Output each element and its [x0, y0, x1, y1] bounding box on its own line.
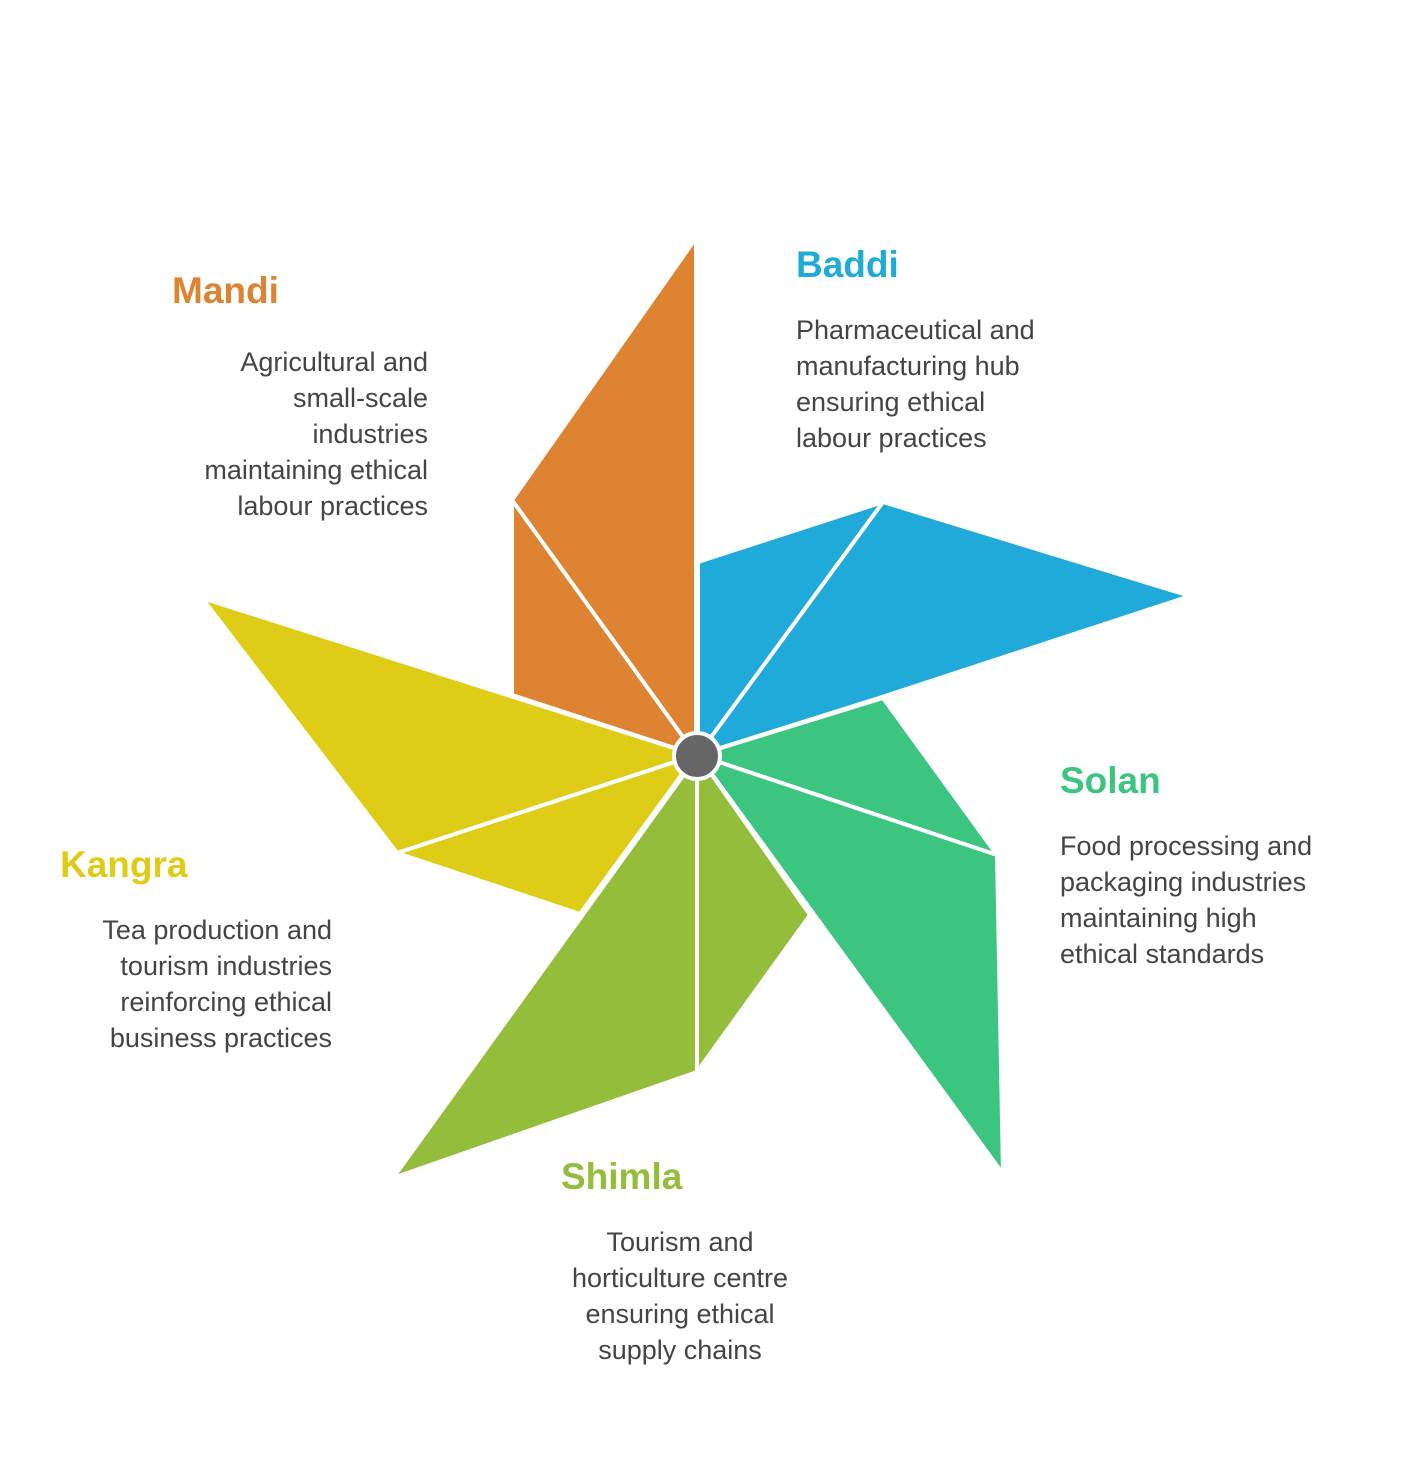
text-line: supply chains — [598, 1335, 762, 1365]
text-line: packaging industries — [1060, 867, 1307, 897]
text-line: labour practices — [796, 423, 987, 453]
baddi-description: Pharmaceutical and manufacturing hub ens… — [796, 312, 1035, 456]
text-line: maintaining ethical — [204, 455, 428, 485]
kangra-title: Kangra — [60, 844, 188, 885]
shimla-title: Shimla — [561, 1156, 683, 1197]
mandi-description: Agricultural and small-scale industries … — [0, 344, 428, 524]
kangra-description: Tea production and tourism industries re… — [0, 912, 332, 1056]
text-line: ensuring ethical — [796, 387, 986, 417]
solan-description: Food processing and packaging industries… — [1060, 828, 1312, 972]
text-line: Tourism and — [606, 1227, 754, 1257]
text-line: small-scale — [292, 383, 428, 413]
petal-mandi — [510, 231, 698, 758]
fold-line-baddi — [696, 500, 885, 757]
text-line: manufacturing hub — [796, 351, 1020, 381]
petal-baddi — [696, 499, 1197, 758]
text-line: labour practices — [237, 491, 428, 521]
text-line: ensuring ethical — [585, 1299, 775, 1329]
text-line: horticulture centre — [571, 1263, 789, 1293]
mandi-title: Mandi — [172, 270, 279, 311]
text-line: tourism industries — [120, 951, 332, 981]
text-line: industries — [312, 419, 428, 449]
text-line: Agricultural and — [240, 347, 428, 377]
text-line: Pharmaceutical and — [796, 315, 1035, 345]
text-line: Food processing and — [1060, 831, 1313, 861]
solan-title: Solan — [1060, 760, 1161, 801]
fold-line-mandi — [510, 498, 698, 757]
fold-line-kangra — [396, 753, 697, 855]
fold-line-solan — [697, 753, 998, 857]
text-line: ethical standards — [1060, 939, 1265, 969]
text-line: Tea production and — [102, 915, 332, 945]
text-line: business practices — [109, 1023, 332, 1053]
shimla-description: Tourism and horticulture centre ensuring… — [530, 1224, 830, 1368]
center-hub — [672, 731, 722, 781]
text-line: maintaining high — [1060, 903, 1257, 933]
text-line: reinforcing ethical — [120, 987, 332, 1017]
baddi-title: Baddi — [796, 244, 899, 285]
